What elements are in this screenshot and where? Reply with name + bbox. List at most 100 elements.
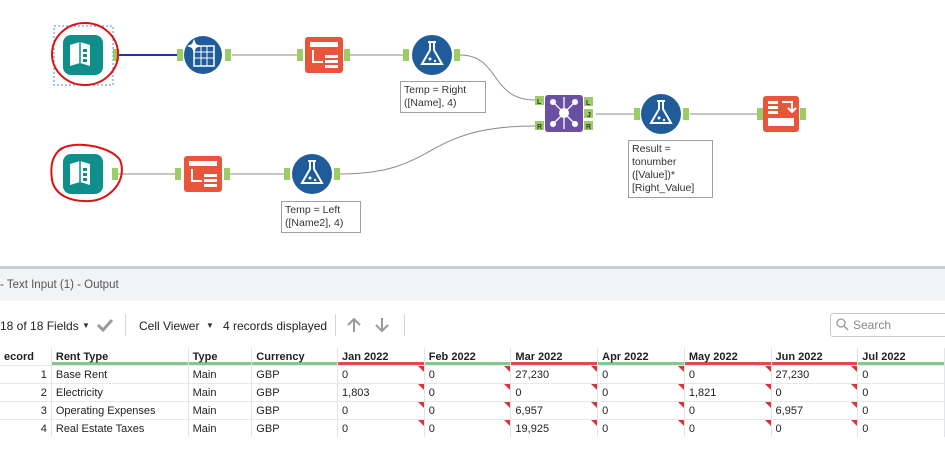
toolbar-divider bbox=[404, 314, 405, 336]
transpose-tool-1[interactable] bbox=[297, 37, 350, 73]
cell[interactable]: 0 bbox=[424, 365, 512, 384]
arrow-up-icon[interactable] bbox=[346, 317, 362, 333]
header-row: ecord Rent Type Type Currency Jan 2022 F… bbox=[0, 348, 945, 366]
cell[interactable]: Main bbox=[188, 401, 253, 420]
connection-formula2-to-join-right[interactable] bbox=[339, 125, 536, 175]
join-tool[interactable]: L R L J R bbox=[535, 95, 593, 132]
cell[interactable]: 6,957 bbox=[510, 401, 599, 420]
cell[interactable]: 0 bbox=[597, 419, 685, 437]
cell[interactable]: Main bbox=[188, 383, 253, 402]
join-right-anchor-label: R bbox=[537, 124, 542, 131]
cell[interactable]: Main bbox=[188, 365, 253, 384]
cell[interactable]: 0 bbox=[510, 383, 599, 402]
cell[interactable]: 0 bbox=[597, 383, 685, 402]
cell[interactable]: 0 bbox=[857, 419, 945, 437]
text-input-tool-1[interactable] bbox=[63, 35, 119, 75]
cell[interactable]: 0 bbox=[597, 365, 685, 384]
cell[interactable]: Operating Expenses bbox=[51, 401, 189, 420]
cell[interactable]: 0 bbox=[857, 401, 945, 420]
search-icon bbox=[836, 318, 849, 331]
formula-tool-2[interactable] bbox=[284, 154, 340, 194]
cell[interactable]: 0 bbox=[857, 383, 945, 402]
search-input[interactable]: Search bbox=[830, 313, 945, 337]
arrow-down-icon[interactable] bbox=[374, 317, 390, 333]
fields-selector[interactable]: 18 of 18 Fields bbox=[0, 319, 79, 333]
cell[interactable]: 0 bbox=[684, 419, 772, 437]
cell[interactable]: 0 bbox=[684, 401, 772, 420]
join-out-join-label: J bbox=[587, 112, 591, 119]
cell[interactable]: GBP bbox=[251, 401, 339, 420]
cell[interactable]: 0 bbox=[424, 419, 512, 437]
panel-splitter[interactable] bbox=[0, 266, 945, 269]
table-row[interactable]: 2 Electricity Main GBP 1,803 0 0 0 1,821… bbox=[0, 383, 945, 402]
toolbar-divider bbox=[335, 314, 336, 336]
transpose-tool-2[interactable] bbox=[175, 156, 230, 192]
results-panel-header: - Text Input (1) - Output bbox=[0, 269, 945, 302]
cell[interactable]: 0 bbox=[337, 365, 425, 384]
formula-tool-3[interactable] bbox=[634, 94, 689, 134]
cell-record[interactable]: 2 bbox=[0, 383, 52, 402]
join-left-anchor-label: L bbox=[537, 99, 542, 106]
cell[interactable]: GBP bbox=[251, 365, 339, 384]
cell[interactable]: 1,803 bbox=[337, 383, 425, 402]
column-header-may-2022[interactable]: May 2022 bbox=[684, 348, 772, 366]
highlight-circle bbox=[51, 22, 119, 86]
cell-viewer-selector[interactable]: Cell Viewer bbox=[139, 319, 200, 333]
cell[interactable]: 0 bbox=[424, 401, 512, 420]
cell[interactable]: 0 bbox=[337, 419, 425, 437]
results-grid[interactable]: ecord Rent Type Type Currency Jan 2022 F… bbox=[0, 348, 945, 437]
cell[interactable]: 0 bbox=[771, 383, 859, 402]
cell[interactable]: Base Rent bbox=[51, 365, 189, 384]
column-header-feb-2022[interactable]: Feb 2022 bbox=[424, 348, 512, 366]
cell[interactable]: Electricity bbox=[51, 383, 189, 402]
transpose-tool-3[interactable] bbox=[757, 96, 806, 132]
connection-formula1-to-join-left[interactable] bbox=[459, 54, 536, 101]
checkmark-icon[interactable] bbox=[96, 318, 114, 332]
results-toolbar: 18 of 18 Fields ▼ Cell Viewer ▼ 4 record… bbox=[0, 301, 945, 346]
cell[interactable]: 0 bbox=[684, 365, 772, 384]
table-row[interactable]: 1 Base Rent Main GBP 0 0 27,230 0 0 27,2… bbox=[0, 365, 945, 384]
table-row[interactable]: 3 Operating Expenses Main GBP 0 0 6,957 … bbox=[0, 401, 945, 420]
formula-tool-1[interactable] bbox=[403, 35, 460, 75]
column-header-currency[interactable]: Currency bbox=[251, 348, 339, 366]
table-row[interactable]: 4 Real Estate Taxes Main GBP 0 0 19,925 … bbox=[0, 419, 945, 437]
cell-record[interactable]: 3 bbox=[0, 401, 52, 420]
cell[interactable]: 27,230 bbox=[510, 365, 599, 384]
join-out-right-label: R bbox=[586, 124, 591, 131]
records-count: 4 records displayed bbox=[223, 319, 328, 333]
cell[interactable]: 0 bbox=[424, 383, 512, 402]
cell[interactable]: 19,925 bbox=[510, 419, 599, 437]
column-header-jan-2022[interactable]: Jan 2022 bbox=[337, 348, 425, 366]
cell[interactable]: Main bbox=[188, 419, 253, 437]
column-header-type[interactable]: Type bbox=[188, 348, 253, 366]
annotation-formula-left: Temp = Left ([Name2], 4) bbox=[281, 201, 361, 233]
cell[interactable]: 0 bbox=[857, 365, 945, 384]
join-out-left-label: L bbox=[586, 100, 591, 107]
column-header-jun-2022[interactable]: Jun 2022 bbox=[771, 348, 859, 366]
output-anchor bbox=[113, 49, 119, 61]
cell-record[interactable]: 1 bbox=[0, 365, 52, 384]
text-input-tool-2[interactable] bbox=[63, 154, 118, 194]
cell-record[interactable]: 4 bbox=[0, 419, 52, 437]
cell[interactable]: 27,230 bbox=[771, 365, 859, 384]
cell[interactable]: 0 bbox=[771, 419, 859, 437]
cell-viewer-dropdown-icon[interactable]: ▼ bbox=[206, 321, 214, 330]
fields-dropdown-icon[interactable]: ▼ bbox=[82, 321, 90, 330]
cell[interactable]: GBP bbox=[251, 419, 339, 437]
column-header-rent-type[interactable]: Rent Type bbox=[51, 348, 189, 366]
annotation-formula-result: Result = tonumber ([Value])* [Right_Valu… bbox=[628, 140, 713, 198]
annotation-formula-right: Temp = Right ([Name], 4) bbox=[400, 81, 486, 113]
cell[interactable]: 0 bbox=[597, 401, 685, 420]
column-header-record[interactable]: ecord bbox=[0, 348, 52, 366]
column-header-mar-2022[interactable]: Mar 2022 bbox=[510, 348, 599, 366]
column-header-apr-2022[interactable]: Apr 2022 bbox=[597, 348, 685, 366]
cell[interactable]: 0 bbox=[337, 401, 425, 420]
cell[interactable]: 1,821 bbox=[684, 383, 772, 402]
cell[interactable]: 6,957 bbox=[771, 401, 859, 420]
search-placeholder: Search bbox=[853, 318, 892, 332]
cell[interactable]: Real Estate Taxes bbox=[51, 419, 189, 437]
column-header-jul-2022[interactable]: Jul 2022 bbox=[857, 348, 945, 366]
workflow-canvas[interactable]: L R L J R bbox=[0, 0, 945, 266]
cell[interactable]: GBP bbox=[251, 383, 339, 402]
auto-field-tool[interactable] bbox=[177, 36, 231, 74]
